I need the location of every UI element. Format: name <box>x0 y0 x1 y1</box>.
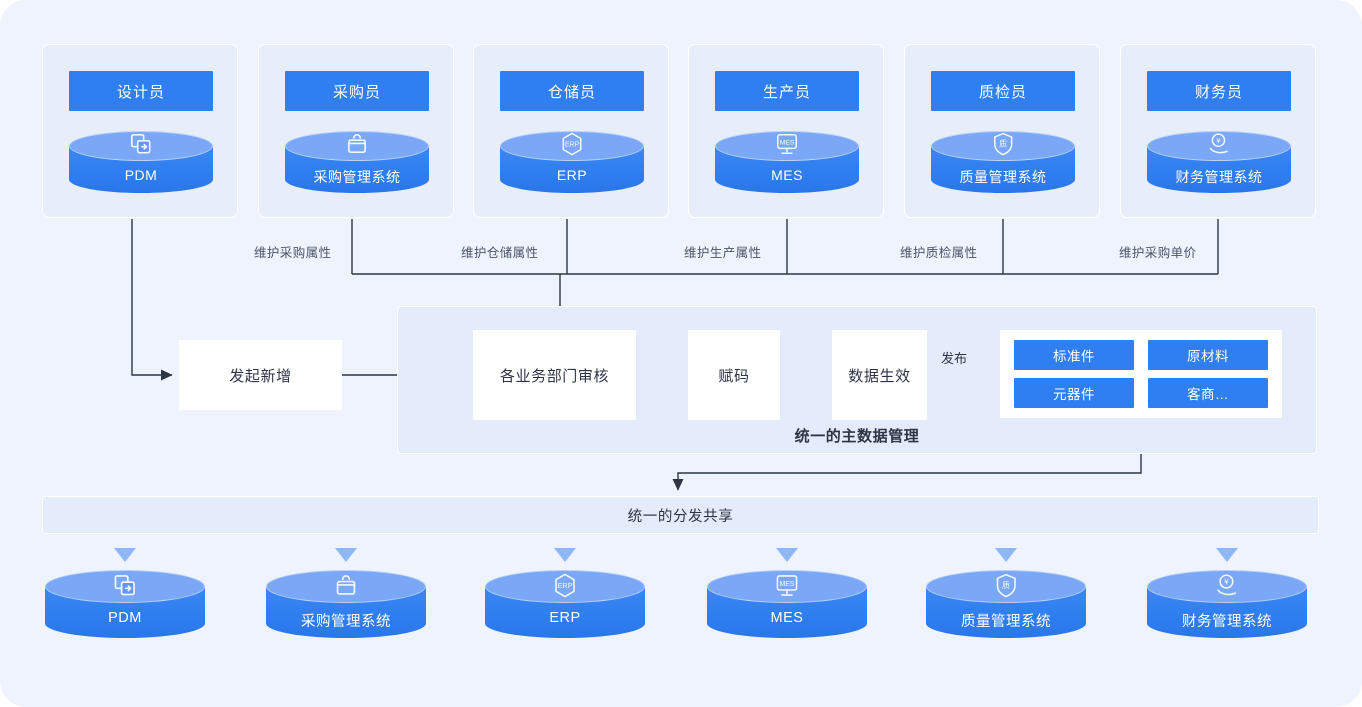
master-data-category-card: 标准件 原材料 元器件 客商… <box>1000 330 1282 418</box>
process-box-assign-code[interactable]: 赋码 <box>688 330 780 420</box>
connector-label-quality-attr: 维护质检属性 <box>900 246 978 260</box>
mes-monitor-icon: MES <box>774 131 800 157</box>
system-cylinder: PDM <box>69 131 213 207</box>
system-name: 质量管理系统 <box>961 614 1051 630</box>
bottom-system-quality[interactable]: 质 质量管理系统 <box>926 570 1086 650</box>
role-card-buyer[interactable]: 采购员 采购管理系统 <box>258 44 454 218</box>
finance-yuan-hand-icon: ¥ <box>1214 572 1241 599</box>
copy-documents-icon <box>128 131 154 157</box>
down-arrow-icon <box>335 548 357 562</box>
basket-icon <box>333 572 360 599</box>
copy-documents-icon <box>112 572 139 599</box>
connector-label-purchase-price: 维护采购单价 <box>1119 246 1197 260</box>
system-cylinder: ERP ERP <box>500 131 644 207</box>
down-arrow-icon <box>114 548 136 562</box>
system-name: MES <box>771 167 803 183</box>
cylinder-top <box>500 131 644 161</box>
system-cylinder: 质 质量管理系统 <box>931 131 1075 207</box>
role-badge: 财务员 <box>1147 71 1291 111</box>
system-cylinder: ¥ 财务管理系统 <box>1147 570 1307 652</box>
cylinder-top <box>715 131 859 161</box>
system-cylinder: 采购管理系统 <box>285 131 429 207</box>
system-name: 财务管理系统 <box>1182 614 1272 630</box>
svg-text:质: 质 <box>999 138 1007 148</box>
cylinder-top <box>485 570 645 603</box>
process-box-review[interactable]: 各业务部门审核 <box>473 330 636 420</box>
down-arrow-icon <box>1216 548 1238 562</box>
process-box-initiate[interactable]: 发起新增 <box>179 340 342 410</box>
bottom-system-purchasing[interactable]: 采购管理系统 <box>266 570 426 650</box>
svg-text:¥: ¥ <box>1224 578 1229 587</box>
category-chip-customer-supplier[interactable]: 客商… <box>1148 378 1268 408</box>
bottom-system-mes[interactable]: MES MES <box>707 570 867 650</box>
basket-icon <box>344 131 370 157</box>
category-chip-raw-material[interactable]: 原材料 <box>1148 340 1268 370</box>
role-card-warehouse[interactable]: 仓储员 ERP ERP <box>473 44 669 218</box>
system-name: ERP <box>556 167 588 183</box>
svg-text:质: 质 <box>1002 580 1010 590</box>
system-name: ERP <box>549 610 581 626</box>
role-badge: 设计员 <box>69 71 213 111</box>
category-chip-standard-parts[interactable]: 标准件 <box>1014 340 1134 370</box>
erp-hexagon-icon: ERP <box>552 572 579 599</box>
finance-yuan-hand-icon: ¥ <box>1206 131 1232 157</box>
cylinder-top <box>285 131 429 161</box>
bottom-system-pdm[interactable]: PDM <box>45 570 205 650</box>
system-cylinder: ¥ 财务管理系统 <box>1147 131 1291 207</box>
system-name: 质量管理系统 <box>959 169 1047 185</box>
system-name: 采购管理系统 <box>313 169 401 185</box>
unified-distribution-bar: 统一的分发共享 <box>42 496 1319 534</box>
system-name: MES <box>770 610 804 626</box>
connector-label-warehouse-attr: 维护仓储属性 <box>461 246 539 260</box>
system-name: 财务管理系统 <box>1175 169 1263 185</box>
system-cylinder: 采购管理系统 <box>266 570 426 652</box>
down-arrow-icon <box>776 548 798 562</box>
mdm-panel-title: 统一的主数据管理 <box>794 428 920 445</box>
category-chip-components[interactable]: 元器件 <box>1014 378 1134 408</box>
process-box-data-effective[interactable]: 数据生效 <box>832 330 927 420</box>
quality-shield-icon: 质 <box>993 572 1020 599</box>
down-arrow-icon <box>995 548 1017 562</box>
role-badge: 采购员 <box>285 71 429 111</box>
svg-text:MES: MES <box>779 581 794 588</box>
mes-monitor-icon: MES <box>774 572 801 599</box>
system-cylinder: PDM <box>45 570 205 652</box>
system-name: 采购管理系统 <box>301 614 391 630</box>
quality-shield-icon: 质 <box>990 131 1016 157</box>
role-card-inspector[interactable]: 质检员 质 质量管理系统 <box>904 44 1100 218</box>
svg-text:ERP: ERP <box>565 142 580 149</box>
cylinder-top <box>931 131 1075 161</box>
down-arrow-icon <box>554 548 576 562</box>
svg-text:ERP: ERP <box>558 581 573 590</box>
erp-hexagon-icon: ERP <box>559 131 585 157</box>
system-cylinder: MES MES <box>715 131 859 207</box>
svg-text:¥: ¥ <box>1216 136 1221 145</box>
system-name: PDM <box>124 167 158 183</box>
role-badge: 仓储员 <box>500 71 644 111</box>
system-cylinder: 质 质量管理系统 <box>926 570 1086 652</box>
svg-text:MES: MES <box>780 139 795 146</box>
connector-label-purchase-attr: 维护采购属性 <box>254 246 332 260</box>
connector-label-production-attr: 维护生产属性 <box>684 246 762 260</box>
bottom-system-finance[interactable]: ¥ 财务管理系统 <box>1147 570 1307 650</box>
role-card-finance[interactable]: 财务员 ¥ 财务管理系统 <box>1120 44 1316 218</box>
role-badge: 生产员 <box>715 71 859 111</box>
system-cylinder: ERP ERP <box>485 570 645 652</box>
bottom-system-erp[interactable]: ERP ERP <box>485 570 645 650</box>
system-name: PDM <box>108 610 142 626</box>
role-badge: 质检员 <box>931 71 1075 111</box>
system-cylinder: MES MES <box>707 570 867 652</box>
role-card-designer[interactable]: 设计员 PDM <box>42 44 238 218</box>
role-card-production[interactable]: 生产员 MES MES <box>688 44 884 218</box>
publish-edge-label: 发布 <box>941 351 968 366</box>
